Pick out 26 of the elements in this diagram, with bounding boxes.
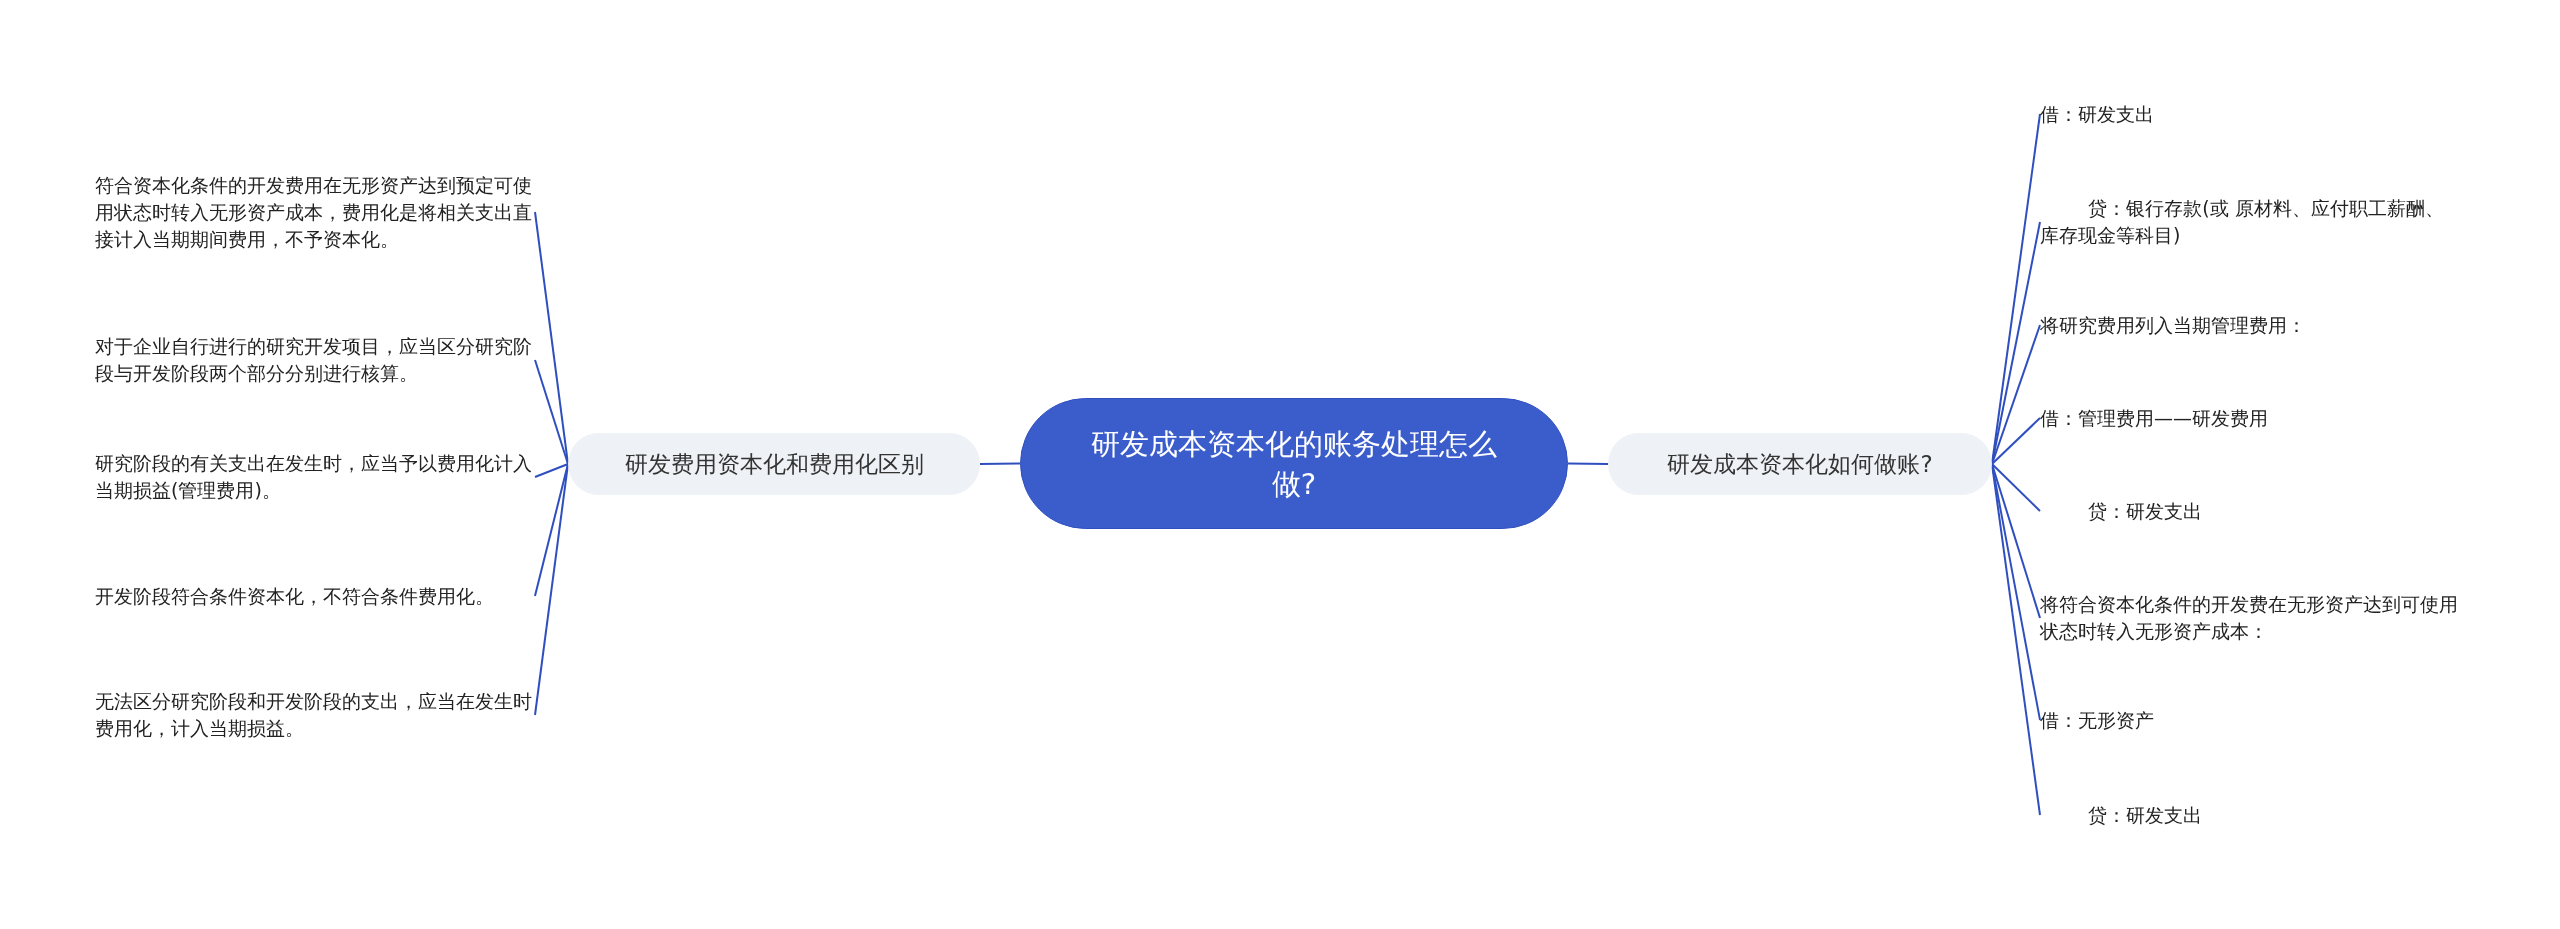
subtopic-text: 借：无形资产: [2040, 707, 2154, 733]
subtopic-text: 借：研发支出: [2040, 101, 2154, 127]
connector-line: [1567, 462, 1609, 465]
subtopic-text: 符合资本化条件的开发费用在无形资产达到预定可使用状态时转入无形资产成本，费用化是将相关支出直接计入当期期间费用，不予资本化。: [95, 172, 533, 252]
connector-line: [979, 462, 1021, 465]
topic-pill: 研发费用资本化和费用化区别: [568, 433, 980, 495]
subtopic-text: 研究阶段的有关支出在发生时，应当予以费用化计入当期损益(管理费用)。: [95, 451, 533, 503]
connector-line: [1991, 463, 2041, 512]
subtopic-text: 贷：研发支出: [2087, 802, 2203, 828]
connector-line: [534, 463, 569, 478]
connector-line: [1991, 463, 2041, 619]
connector-line: [534, 463, 569, 716]
subtopic-text: 开发阶段符合条件资本化，不符合条件费用化。: [95, 583, 494, 609]
connector-line: [534, 463, 569, 597]
subtopic-text: 借：管理费用——研发费用: [2040, 405, 2268, 431]
subtopic-text: 将研究费用列入当期管理费用：: [2040, 312, 2306, 338]
connector-line: [1991, 417, 2041, 465]
subtopic-text: 贷：银行存款(或 原材料、应付职工薪酬、库存现金等科目): [2040, 196, 2445, 248]
subtopic-text: 对于企业自行进行的研究开发项目，应当区分研究阶段与开发阶段两个部分分别进行核算。: [95, 334, 533, 386]
subtopic-text: 贷：研发支出: [2087, 498, 2203, 524]
central-topic: 研发成本资本化的账务处理怎么做?: [1020, 398, 1568, 529]
subtopic-text: 无法区分研究阶段和开发阶段的支出，应当在发生时费用化，计入当期损益。: [95, 689, 533, 741]
topic-pill: 研发成本资本化如何做账?: [1608, 433, 1992, 495]
connector-line: [1991, 324, 2041, 465]
subtopic-text: 将符合资本化条件的开发费在无形资产达到可使用状态时转入无形资产成本：: [2040, 592, 2459, 644]
connector-line: [534, 359, 569, 465]
